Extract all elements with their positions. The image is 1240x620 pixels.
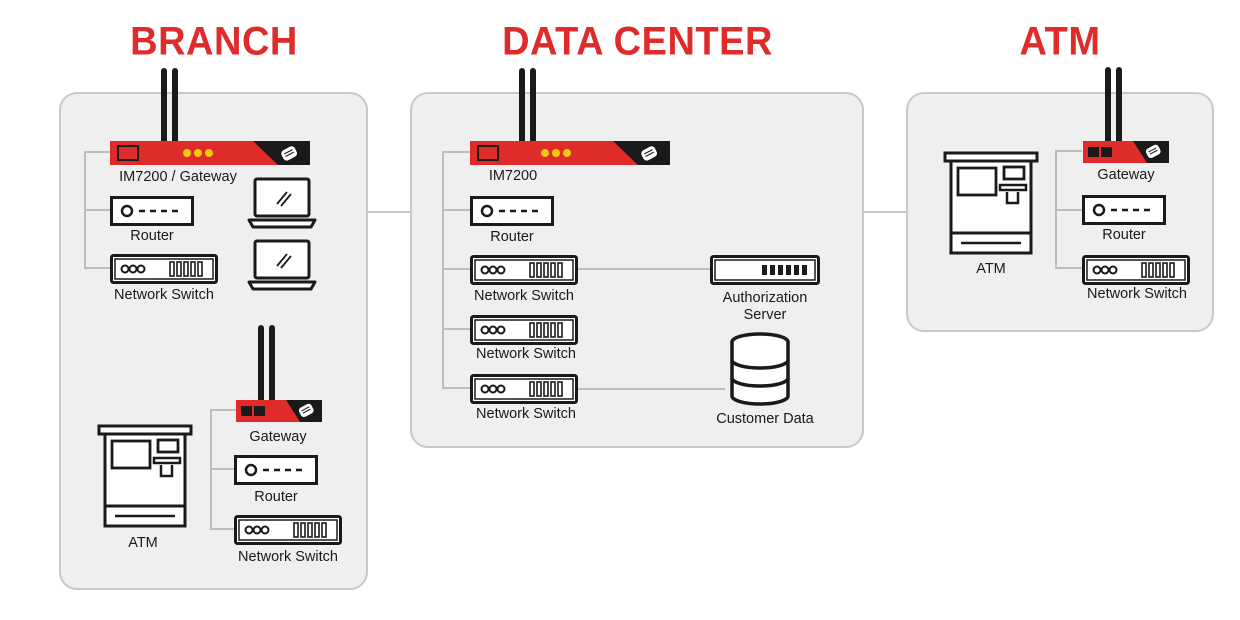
customer-data-label: Customer Data	[716, 411, 814, 427]
branch-atm-gateway-label: Gateway	[249, 429, 307, 445]
branch-atm-label: ATM	[128, 535, 158, 551]
antenna-icon	[161, 68, 178, 148]
branch-switch-label: Network Switch	[114, 287, 214, 303]
datacenter-im7200-device	[470, 68, 670, 165]
branch-im7200-device	[110, 68, 310, 165]
server-icon	[710, 255, 820, 285]
switch-icon	[1082, 255, 1190, 285]
datacenter-gateway-label: IM7200	[488, 168, 538, 184]
branch-atm-switch-label: Network Switch	[238, 549, 338, 565]
atm-gateway-label: Gateway	[1097, 167, 1155, 183]
switch-icon	[470, 374, 578, 404]
branch-atm-gateway-device	[236, 325, 322, 422]
atm-switch-label: Network Switch	[1087, 286, 1187, 302]
router-icon	[234, 455, 318, 485]
router-icon	[470, 196, 554, 226]
antenna-icon	[258, 325, 275, 407]
datacenter-router-label: Router	[490, 229, 534, 245]
switch-icon	[234, 515, 342, 545]
datacenter-switch-label-3: Network Switch	[476, 406, 576, 422]
atm-label: ATM	[976, 261, 1006, 277]
branch-gateway-label: IM7200 / Gateway	[119, 169, 237, 185]
auth-server-label: Authorization Server	[722, 290, 808, 323]
database-icon	[728, 332, 792, 406]
switch-icon	[110, 254, 218, 284]
switch-icon	[470, 315, 578, 345]
section-title-atm: ATM	[1019, 19, 1101, 65]
laptop-icon	[247, 238, 317, 292]
branch-atm-router-label: Router	[254, 489, 298, 505]
antenna-icon	[1105, 67, 1122, 149]
router-icon	[1082, 195, 1166, 225]
atm-router-label: Router	[1102, 227, 1146, 243]
section-title-branch: BRANCH	[130, 19, 298, 65]
branch-router-label: Router	[130, 228, 174, 244]
datacenter-switch-label-1: Network Switch	[474, 288, 574, 304]
switch-icon	[470, 255, 578, 285]
antenna-icon	[519, 68, 536, 148]
datacenter-switch-label-2: Network Switch	[476, 346, 576, 362]
section-title-data-center: DATA CENTER	[502, 19, 773, 65]
atm-machine-icon	[943, 151, 1039, 255]
laptop-icon	[247, 176, 317, 230]
router-icon	[110, 196, 194, 226]
atm-gateway-device	[1083, 67, 1169, 163]
atm-machine-icon	[97, 424, 193, 528]
